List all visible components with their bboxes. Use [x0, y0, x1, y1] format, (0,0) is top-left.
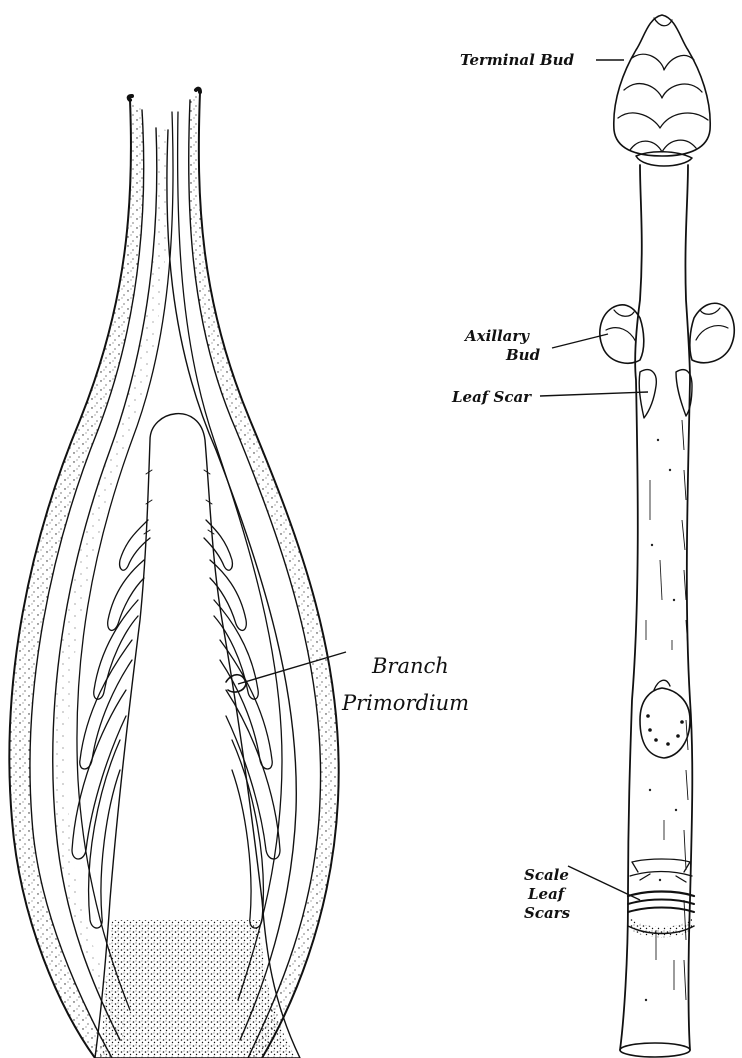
- axillary-bud-right: [690, 303, 734, 362]
- leaf-scar-leader: [540, 392, 648, 396]
- leaf-primordia-right: [204, 520, 280, 928]
- axillary-bud-label-line2: Bud: [505, 346, 541, 364]
- scale-leaf-scars-label-line2: Leaf: [527, 885, 567, 903]
- terminal-bud-label: Terminal Bud: [460, 51, 575, 69]
- terminal-bud: [614, 15, 710, 166]
- branch-primordium-label-line1: Branch: [371, 654, 449, 678]
- leaf-scar-node: [639, 370, 692, 418]
- branch-primordium-label-line2: Primordium: [341, 691, 469, 715]
- twig-stem: [620, 165, 642, 1050]
- scale-leaf-scars-leader: [568, 866, 640, 900]
- scale-leaf-scars-label-line1: Scale: [524, 866, 569, 884]
- leaf-scar-label: Leaf Scar: [451, 388, 532, 406]
- lower-leaf-scar: [640, 680, 690, 758]
- branch-primordium-bump: [226, 675, 246, 692]
- scale-leaf-scars-label-line3: Scars: [524, 904, 571, 922]
- axillary-bud-label-line1: Axillary: [463, 327, 530, 345]
- twig-drawing: [600, 15, 734, 1057]
- axillary-bud-leader: [552, 334, 608, 348]
- bud-section-drawing: [9, 89, 338, 1058]
